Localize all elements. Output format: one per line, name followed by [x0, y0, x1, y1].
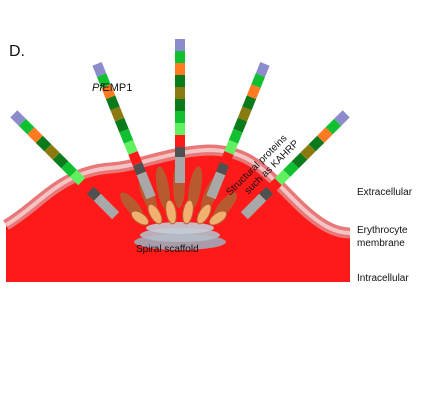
panel-label: D. [9, 43, 25, 60]
protein-domain [61, 161, 77, 177]
protein-domain [110, 106, 125, 122]
intracellular-label: Intracellular [357, 273, 409, 284]
protein-domain [233, 117, 248, 133]
protein-domain [219, 151, 234, 166]
protein-domain [105, 95, 120, 111]
protein-domain [255, 62, 270, 77]
protein-domain [52, 152, 69, 169]
protein-domain [251, 73, 266, 89]
pfemp1-molecules [10, 39, 350, 220]
protein-domain [78, 178, 94, 194]
knob-protein [155, 166, 171, 210]
transmembrane-domain [175, 147, 185, 157]
protein-domain [44, 144, 60, 160]
knob-protein [196, 203, 212, 225]
protein-domain [246, 84, 261, 100]
pfemp1-label: PfEMP1 [92, 82, 132, 94]
protein-domain [228, 128, 243, 144]
knob-protein [187, 166, 203, 210]
protein-domain [175, 75, 185, 87]
spiral-scaffold-label: Spiral scaffold [136, 244, 199, 255]
molecule-stalk [175, 157, 185, 183]
membrane-label-line2: membrane [357, 238, 405, 249]
protein-domain [175, 135, 185, 147]
protein-domain [27, 127, 43, 143]
transmembrane-domain [259, 186, 274, 201]
protein-domain [175, 99, 185, 111]
protein-domain [114, 117, 129, 133]
knob-protein [208, 210, 228, 226]
protein-domain [123, 139, 138, 155]
protein-domain [18, 118, 35, 135]
knob-protein [182, 199, 194, 225]
membrane-inner-leaflet [4, 147, 351, 235]
protein-domain [96, 73, 111, 89]
molecule-stalk [240, 193, 267, 220]
transmembrane-domain [216, 162, 230, 176]
transmembrane-domain [132, 162, 146, 176]
protein-domain [242, 95, 257, 111]
molecule-stalk [206, 171, 226, 200]
pfemp1-label-prefix: Pf [92, 82, 103, 94]
pfemp1-molecule [92, 62, 156, 200]
intracellular-region [6, 150, 350, 282]
molecule-stalk [136, 171, 156, 200]
protein-domain [92, 62, 107, 77]
protein-domain [175, 123, 185, 135]
pfemp1-molecule [206, 62, 270, 200]
protein-domain [317, 127, 333, 143]
protein-domain [175, 63, 185, 75]
knob-protein [165, 199, 177, 225]
protein-domain [35, 135, 52, 152]
protein-domain [308, 135, 325, 152]
protein-domain [291, 152, 308, 169]
membrane-label-line1: Erythrocyte [357, 225, 408, 236]
protein-domain [224, 139, 239, 155]
pfemp1-molecule [175, 39, 185, 183]
protein-domain [334, 110, 350, 126]
protein-domain [10, 110, 26, 126]
extracellular-label: Extracellular [357, 187, 413, 198]
knob-protein [130, 210, 150, 226]
pfemp1-molecule [240, 110, 350, 220]
protein-domain [175, 39, 185, 51]
protein-domain [300, 144, 316, 160]
protein-domain [175, 51, 185, 63]
scaffold-ring [146, 222, 214, 234]
protein-domain [266, 178, 282, 194]
knob-protein [147, 203, 163, 225]
protein-domain [175, 87, 185, 99]
pfemp1-label-suffix: EMP1 [102, 82, 132, 94]
protein-domain [274, 169, 291, 186]
protein-domain [325, 118, 342, 135]
protein-domain [119, 128, 134, 144]
molecule-stalk [93, 193, 120, 220]
protein-domain [283, 161, 299, 177]
spiral-scaffold [134, 222, 226, 250]
protein-domain [175, 111, 185, 123]
protein-domain [101, 84, 116, 100]
protein-domain [237, 106, 252, 122]
protein-domain [128, 151, 143, 166]
protein-domain [69, 169, 86, 186]
